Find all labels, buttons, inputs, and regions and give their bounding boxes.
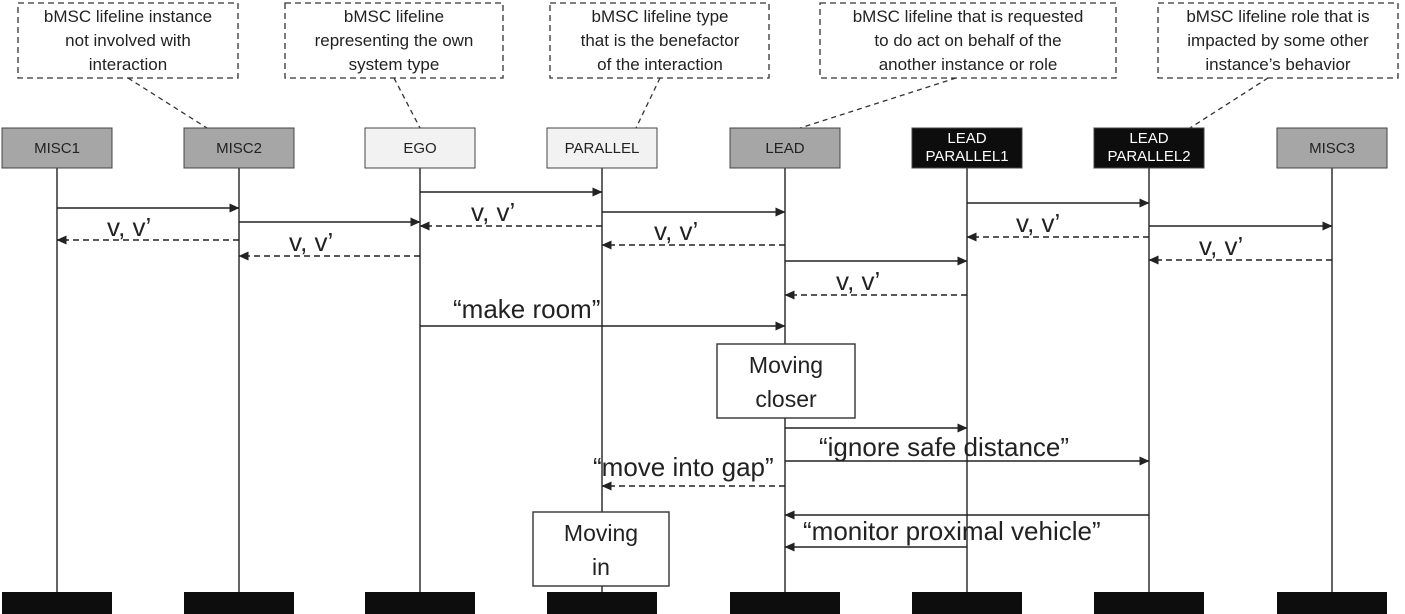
note-text-line: to do act on behalf of the [874,31,1061,50]
message-label: v, v’ [1199,231,1243,261]
annotation-note: bMSC lifeline role that is impacted by so… [1157,2,1399,79]
message-label: v, v’ [836,266,880,296]
message-label: v, v’ [654,216,698,246]
state-text-line: Moving [564,520,638,546]
lifeline-label: PARALLEL [565,140,640,157]
note-text-line: of the interaction [597,55,723,74]
note-text-line: bMSC lifeline role that is [1186,7,1369,26]
lifeline-head-lead: LEAD [729,127,841,169]
note-text-line: interaction [89,55,167,74]
lifeline-foot-lead [730,592,840,614]
lifeline-label: LEAD [947,130,986,147]
lifeline-label: PARALLEL1 [925,148,1008,165]
note-text-line: instance’s behavior [1205,55,1351,74]
lifeline-foot-lead-parallel1 [912,592,1022,614]
state-text-line: Moving [749,352,823,378]
message-label: v, v’ [1016,208,1060,238]
lifeline-foot-ego [365,592,475,614]
annotation-note: bMSC lifeline instance not involved with i… [17,2,239,79]
note-leader-line [393,77,421,129]
lifeline-foot-misc1 [2,592,112,614]
lifeline-foot-parallel [547,592,657,614]
note-leader-line [1189,77,1269,129]
state-box: Moving in [532,511,670,587]
lifeline-head-ego: EGO [364,127,476,169]
note-leader-line [799,77,957,129]
message-label: “monitor proximal vehicle” [803,516,1101,546]
annotation-note: bMSC lifeline that is requested to do act… [819,2,1117,79]
lifeline-foot-lead-parallel2 [1094,592,1204,614]
lifeline-label: PARALLEL2 [1107,148,1190,165]
note-text-line: another instance or role [879,55,1058,74]
note-text-line: bMSC lifeline type [591,7,728,26]
note-text-line: that is the benefactor [581,31,740,50]
message-label: “ignore safe distance” [819,432,1069,462]
note-text-line: bMSC lifeline [344,7,444,26]
lifeline-head-misc2: MISC2 [183,127,295,169]
note-text-line: bMSC lifeline instance [44,7,212,26]
lifeline-head-parallel: PARALLEL [546,127,658,169]
lifeline-foot-misc3 [1277,592,1387,614]
message-label: v, v’ [107,212,151,242]
message-label: v, v’ [289,227,333,257]
note-leader-line [635,77,661,129]
state-text-line: in [592,554,610,580]
lifeline-head-misc3: MISC3 [1276,127,1388,169]
lifeline-label: LEAD [1129,130,1168,147]
note-leader-line [127,77,208,129]
state-box: Moving closer [716,343,856,419]
annotation-note: bMSC lifeline type that is the benefactor… [549,2,770,79]
state-text-line: closer [755,386,817,412]
annotation-note: bMSC lifeline representing the own system … [284,2,504,79]
note-text-line: impacted by some other [1187,31,1369,50]
lifeline-label: LEAD [765,140,804,157]
lifeline-label: MISC2 [216,140,262,157]
note-text-line: system type [349,55,440,74]
lifeline-label: MISC3 [1309,140,1355,157]
lifeline-label: EGO [403,140,436,157]
message-label: “make room” [453,294,600,324]
lifeline-label: MISC1 [34,140,80,157]
note-text-line: not involved with [65,31,191,50]
note-text-line: bMSC lifeline that is requested [853,7,1084,26]
message-label: “move into gap” [593,452,774,482]
note-text-line: representing the own [315,31,474,50]
message-label: v, v’ [471,197,515,227]
lifeline-foot-misc2 [184,592,294,614]
lifeline-head-misc1: MISC1 [1,127,113,169]
